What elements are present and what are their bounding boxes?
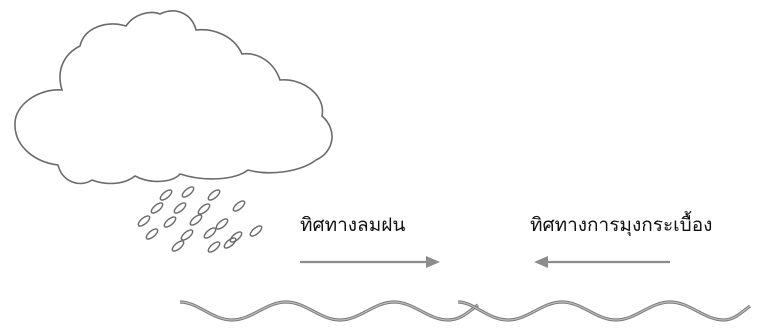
tile-laying-direction-label: ทิศทางการมุงกระเบื้อง [530,216,712,235]
raindrops-icon [137,185,264,254]
wind-rain-direction-label: ทิศทางลมฝน [300,216,405,235]
tile-laying-arrow [534,256,670,268]
wind-rain-arrow [300,256,440,268]
corrugated-tile-icon [180,302,750,320]
cloud-icon [15,11,332,184]
